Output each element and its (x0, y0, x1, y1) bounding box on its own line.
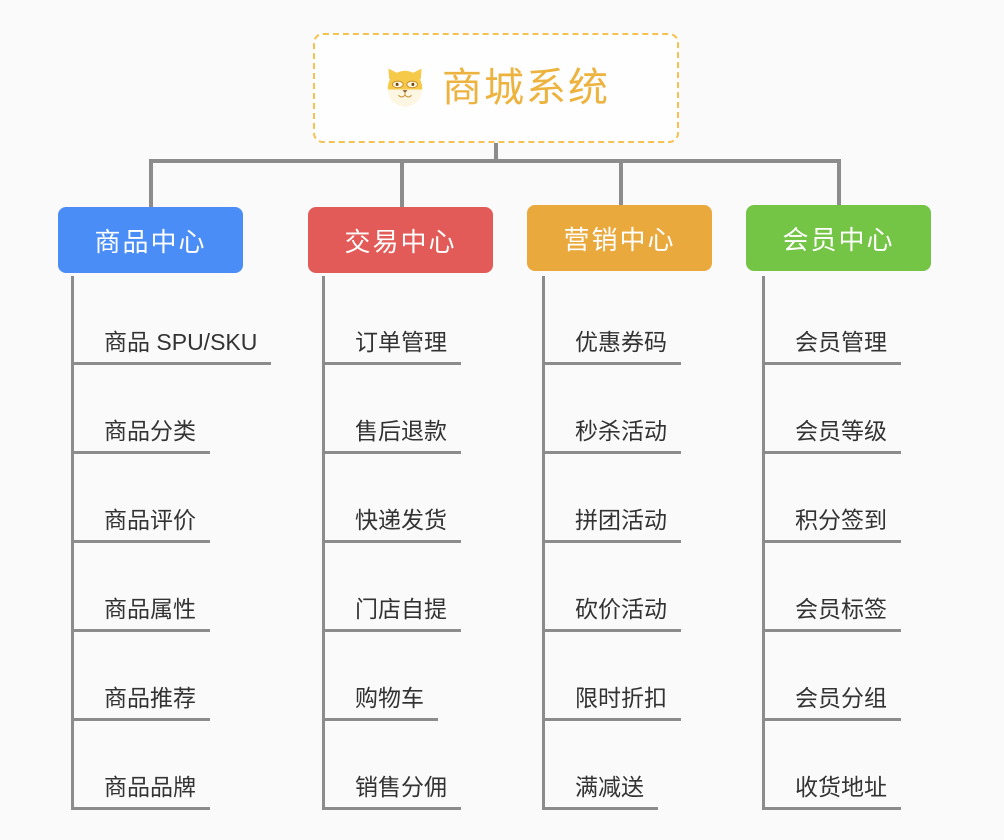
leaf-item[interactable]: 拼团活动 (545, 454, 706, 543)
horizontal-bus-connector (150, 159, 840, 163)
leaf-item-label: 满减送 (545, 774, 658, 810)
shiba-dog-face-icon (387, 68, 423, 107)
leaf-item-label: 商品 SPU/SKU (74, 329, 272, 365)
drop-connector-1 (149, 159, 153, 207)
leaf-item[interactable]: 商品推荐 (74, 632, 286, 721)
leaf-item[interactable]: 积分签到 (765, 454, 926, 543)
leaf-item[interactable]: 限时折扣 (545, 632, 706, 721)
leaf-item-label: 销售分佣 (325, 774, 461, 810)
drop-connector-3 (619, 159, 623, 205)
leaf-item[interactable]: 门店自提 (325, 543, 486, 632)
leaf-item[interactable]: 商品品牌 (74, 721, 286, 810)
leaf-column-2: 订单管理售后退款快递发货门店自提购物车销售分佣 (322, 276, 486, 810)
root-stem-connector (494, 143, 498, 162)
category-box-4[interactable]: 会员中心 (746, 205, 931, 271)
leaf-item-label: 会员管理 (765, 329, 901, 365)
leaf-item-label: 砍价活动 (545, 596, 681, 632)
leaf-column-4: 会员管理会员等级积分签到会员标签会员分组收货地址 (762, 276, 926, 810)
leaf-item[interactable]: 会员分组 (765, 632, 926, 721)
root-node[interactable]: 商城系统 (313, 33, 679, 143)
category-box-3[interactable]: 营销中心 (527, 205, 712, 271)
leaf-item[interactable]: 砍价活动 (545, 543, 706, 632)
root-title: 商城系统 (442, 66, 610, 110)
category-label: 营销中心 (563, 224, 676, 255)
leaf-item-label: 门店自提 (325, 596, 461, 632)
category-label: 商品中心 (94, 226, 207, 257)
leaf-item-label: 订单管理 (325, 329, 461, 365)
leaf-item[interactable]: 会员等级 (765, 365, 926, 454)
leaf-item[interactable]: 会员标签 (765, 543, 926, 632)
leaf-item[interactable]: 商品属性 (74, 543, 286, 632)
leaf-column-1: 商品 SPU/SKU 商品分类商品评价商品属性商品推荐商品品牌 (71, 276, 286, 810)
leaf-item[interactable]: 优惠券码 (545, 276, 706, 365)
leaf-item-label: 会员等级 (765, 418, 901, 454)
leaf-item[interactable]: 销售分佣 (325, 721, 486, 810)
leaf-item-label: 优惠券码 (545, 329, 681, 365)
leaf-item-label: 拼团活动 (545, 507, 681, 543)
category-label: 会员中心 (782, 224, 895, 255)
leaf-item[interactable]: 商品评价 (74, 454, 286, 543)
leaf-item[interactable]: 收货地址 (765, 721, 926, 810)
leaf-item[interactable]: 购物车 (325, 632, 486, 721)
leaf-item-label: 商品品牌 (74, 774, 210, 810)
category-label: 交易中心 (344, 226, 457, 257)
leaf-item-label: 商品分类 (74, 418, 210, 454)
leaf-item-label: 秒杀活动 (545, 418, 681, 454)
leaf-item-label: 快递发货 (325, 507, 461, 543)
drop-connector-4 (837, 159, 841, 205)
leaf-item[interactable]: 会员管理 (765, 276, 926, 365)
leaf-item-label: 购物车 (325, 685, 438, 721)
category-box-1[interactable]: 商品中心 (58, 207, 243, 273)
leaf-item-label: 售后退款 (325, 418, 461, 454)
leaf-item-label: 收货地址 (765, 774, 901, 810)
leaf-item[interactable]: 秒杀活动 (545, 365, 706, 454)
leaf-item-label: 会员标签 (765, 596, 901, 632)
leaf-item-label: 商品评价 (74, 507, 210, 543)
drop-connector-2 (400, 159, 404, 207)
leaf-item-label: 积分签到 (765, 507, 901, 543)
leaf-column-3: 优惠券码秒杀活动拼团活动砍价活动限时折扣满减送 (542, 276, 706, 810)
leaf-item-label: 商品属性 (74, 596, 210, 632)
leaf-item[interactable]: 快递发货 (325, 454, 486, 543)
category-box-2[interactable]: 交易中心 (308, 207, 493, 273)
leaf-item-label: 商品推荐 (74, 685, 210, 721)
leaf-item-label: 会员分组 (765, 685, 901, 721)
leaf-item[interactable]: 订单管理 (325, 276, 486, 365)
leaf-item[interactable]: 商品 SPU/SKU (74, 276, 286, 365)
leaf-item[interactable]: 售后退款 (325, 365, 486, 454)
leaf-item-label: 限时折扣 (545, 685, 681, 721)
leaf-item[interactable]: 满减送 (545, 721, 706, 810)
leaf-item[interactable]: 商品分类 (74, 365, 286, 454)
